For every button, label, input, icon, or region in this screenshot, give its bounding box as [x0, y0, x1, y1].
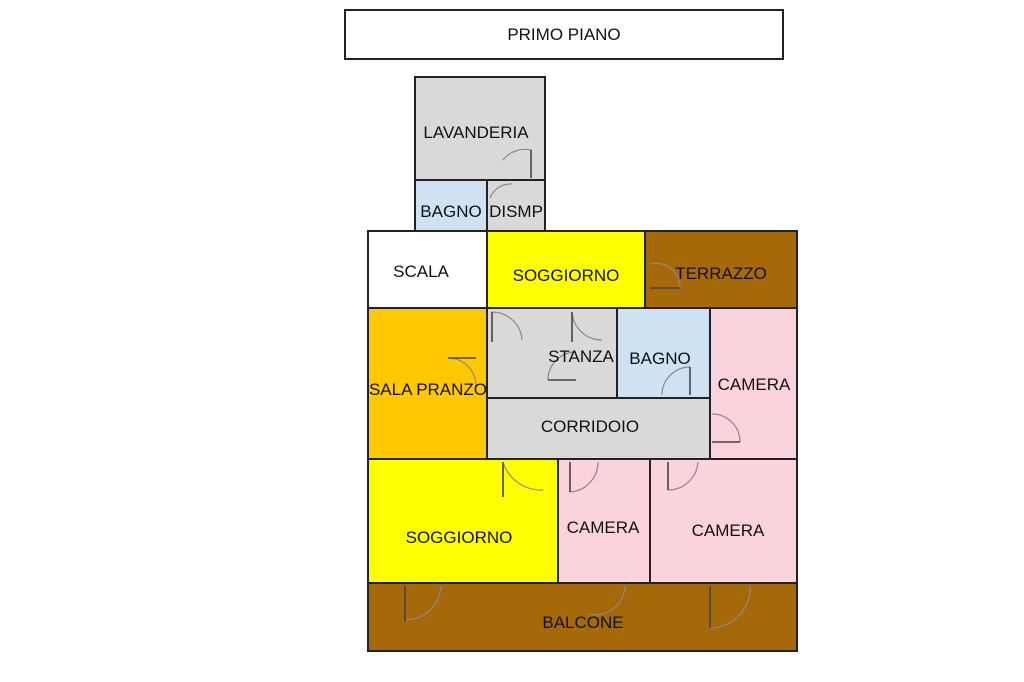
room-camera-mid	[558, 459, 650, 583]
label-soggiorno-top: SOGGIORNO	[513, 266, 620, 285]
plan-title: PRIMO PIANO	[344, 9, 784, 60]
room-bagno-mid	[617, 308, 710, 398]
room-scala	[368, 231, 487, 308]
room-fills	[368, 77, 797, 651]
label-terrazzo: TERRAZZO	[675, 264, 767, 283]
label-lavanderia: LAVANDERIA	[423, 123, 529, 142]
room-lavanderia	[415, 77, 545, 180]
label-camera-mid: CAMERA	[567, 518, 640, 537]
room-bagno-top	[415, 180, 487, 231]
label-soggiorno-bottom: SOGGIORNO	[406, 528, 513, 547]
label-balcone: BALCONE	[542, 613, 623, 632]
label-scala: SCALA	[393, 262, 449, 281]
room-terrazzo	[645, 231, 797, 308]
room-labels: LAVANDERIA BAGNO DISMP SCALA SOGGIORNO T…	[369, 123, 791, 632]
label-bagno-mid: BAGNO	[629, 349, 690, 368]
label-bagno-top: BAGNO	[420, 202, 481, 221]
room-corridoio	[487, 398, 710, 459]
room-stanza	[487, 308, 617, 398]
label-sala-pranzo: SALA PRANZO	[369, 380, 487, 399]
room-camera-right	[710, 308, 797, 459]
label-camera-right: CAMERA	[718, 375, 791, 394]
room-soggiorno-bottom	[368, 459, 558, 583]
walls	[367, 76, 798, 652]
room-soggiorno-top	[487, 231, 645, 308]
label-camera-bottom-right: CAMERA	[692, 521, 765, 540]
doors	[404, 148, 751, 629]
room-sala-pranzo	[368, 308, 487, 459]
room-camera-bottom-right	[650, 459, 797, 583]
label-disimpegno: DISMP	[489, 202, 543, 221]
label-corridoio: CORRIDOIO	[541, 417, 639, 436]
label-stanza: STANZA	[548, 347, 614, 366]
